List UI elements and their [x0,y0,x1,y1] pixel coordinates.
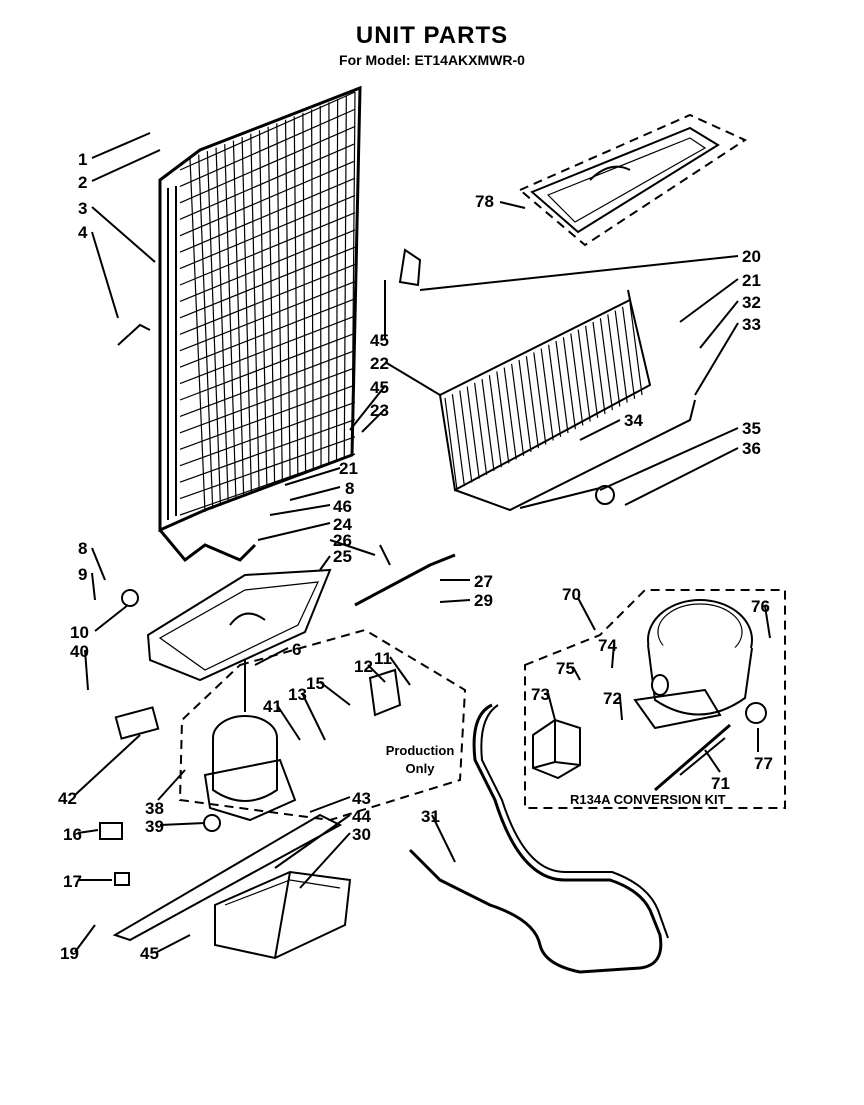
callout-12: 12 [354,657,373,676]
callout-23: 23 [370,401,389,420]
callout-25: 25 [333,547,352,566]
part-17 [114,872,130,886]
callout-31: 31 [421,807,440,826]
drain-tray-78 [518,113,748,247]
condenser-coil [158,85,362,563]
filter-drier-71 [654,723,731,792]
conversion-kit-label: R134A CONVERSION KIT [570,792,726,807]
production-only-box [178,628,467,822]
callout-45b: 45 [370,378,389,397]
callout-16: 16 [63,825,82,844]
callout-17: 17 [63,872,82,891]
callout-46: 46 [333,497,352,516]
callout-77: 77 [754,754,773,773]
callout-45: 45 [370,331,389,350]
evaporator-coil [438,289,696,512]
production-only-note-line1: Production [385,743,455,758]
callout-30: 30 [352,825,371,844]
callout-2: 2 [78,173,88,192]
conversion-kit-box [524,589,786,809]
callout-70: 70 [562,585,581,604]
callout-74: 74 [598,636,617,655]
relay-box-73 [532,718,581,780]
callout-38: 38 [145,799,164,818]
callout-44: 44 [352,807,371,826]
callout-42: 42 [58,789,77,808]
compressor-production [203,690,297,822]
part-42-pad [114,706,160,740]
production-only-note-line2: Only [405,761,435,776]
callout-21b: 21 [339,459,358,478]
page-title: UNIT PARTS [355,22,509,49]
callout-41: 41 [263,697,282,716]
callout-40: 40 [70,642,89,661]
callout-9: 9 [78,565,88,584]
callout-26: 26 [333,531,352,550]
callout-32: 32 [742,293,761,312]
callout-13: 13 [288,685,307,704]
callout-22: 22 [370,354,389,373]
callout-11: 11 [374,649,392,668]
callout-10: 10 [70,623,89,642]
callout-34: 34 [624,411,643,430]
callout-78: 78 [475,192,494,211]
callout-35: 35 [742,419,761,438]
callout-39: 39 [145,817,164,836]
callout-43: 43 [352,789,371,808]
callout-72: 72 [603,689,622,708]
part-16 [99,822,123,840]
compressor-kit [633,599,753,730]
callout-4: 4 [78,223,88,242]
callout-3: 3 [78,199,88,218]
callout-36: 36 [742,439,761,458]
model-subtitle: For Model: ET14AKXMWR-0 [339,52,525,68]
tube-31 [408,703,663,974]
callout-29: 29 [474,591,493,610]
callout-6: 6 [292,640,302,659]
callout-1: 1 [78,150,88,169]
defrost-pan-25 [146,568,332,682]
callout-24: 24 [333,515,352,534]
callout-73: 73 [531,685,550,704]
callout-20: 20 [742,247,761,266]
callout-71: 71 [711,774,730,793]
callout-15: 15 [306,674,325,693]
callout-76: 76 [751,597,770,616]
compressor-base [112,813,352,960]
callout-8b: 8 [78,539,88,558]
callout-8: 8 [345,479,355,498]
callout-33: 33 [742,315,761,334]
callout-19: 19 [60,944,79,963]
callout-27: 27 [474,572,493,591]
callout-75: 75 [556,659,575,678]
callout-45c: 45 [140,944,159,963]
callout-21: 21 [742,271,761,290]
